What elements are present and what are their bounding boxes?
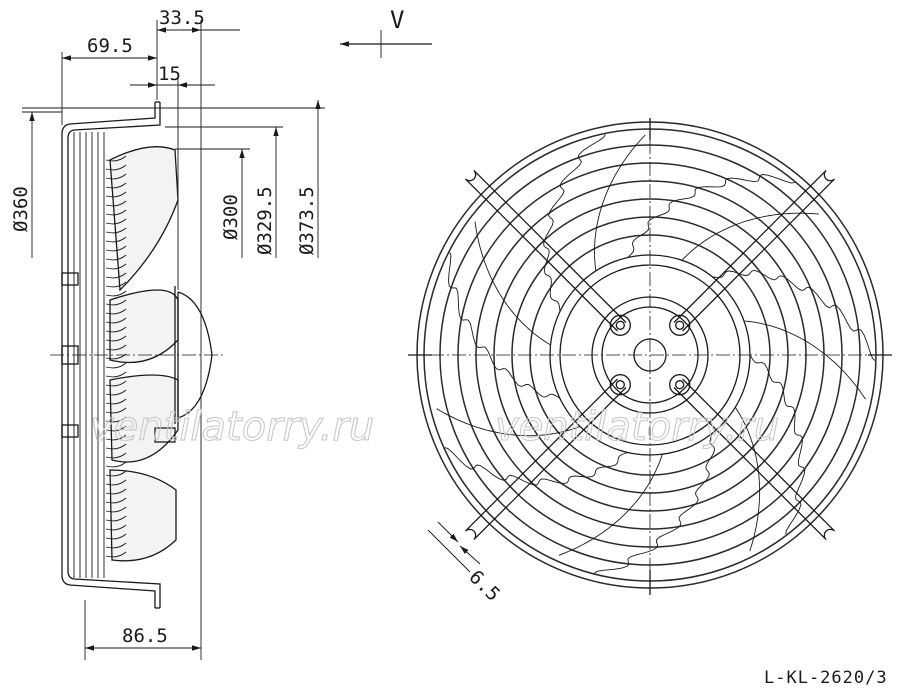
motor-bolts [609,314,691,396]
support-bar [673,378,836,541]
serration [105,452,127,459]
serration [105,344,127,351]
serration [105,155,127,162]
serration [105,551,127,558]
blade-edge [712,270,876,361]
serration [105,524,127,531]
side-view [50,101,225,609]
view-label: V [390,6,404,34]
bolt-hole [675,380,685,390]
serration [105,434,127,441]
bolt-hole [615,320,625,330]
view-direction-arrow [340,30,432,58]
serration [105,218,127,225]
serration [105,380,127,387]
blade-edge [627,174,795,258]
dim-d300: Ø300 [220,194,242,240]
dim-33-5: 33.5 [159,7,205,29]
serration [105,227,127,234]
serration [105,389,127,396]
serration [105,461,127,468]
blade-trailing-edge [594,134,646,271]
blade-trailing-edge [681,212,819,261]
dim-15: 15 [158,63,181,85]
blade-trailing-edge [558,454,663,556]
bolt-hole [675,320,685,330]
serration [105,407,127,414]
serration [105,542,127,549]
dim-d360: Ø360 [10,186,32,232]
support-bars [408,118,892,595]
blade-trailing-edge [474,221,551,346]
serration [105,299,127,306]
serration [105,443,127,450]
dim-6-5: 6.5 [464,566,504,606]
bolt [669,314,691,336]
watermark: ventilatorry.ru [90,404,374,450]
serration [105,488,127,495]
support-bar [464,378,627,541]
serration [105,362,127,369]
watermark-2: ventilatorry.ru [495,404,779,450]
dim-d373-5: Ø373.5 [296,186,318,255]
serration [105,497,127,504]
serration [105,479,127,486]
serration [105,209,127,216]
support-bar [673,169,836,332]
bolt [609,374,631,396]
serration [105,506,127,513]
serration [105,254,127,261]
fan-blades [436,134,876,574]
serration [105,425,127,432]
side-dimensions [22,20,325,660]
support-bar [464,169,627,332]
serration [105,335,127,342]
serration [105,272,127,279]
serration [105,263,127,270]
blade-edge [543,134,606,312]
serration [105,281,127,288]
serration [105,245,127,252]
blade-edge [444,447,628,486]
bolt [609,314,631,336]
serration [105,470,127,477]
serration [105,371,127,378]
blade-edge [749,354,806,535]
serration [105,308,127,315]
dim-d329-5: Ø329.5 [254,186,276,255]
serration [105,416,127,423]
bolt [669,374,691,396]
serration [105,173,127,180]
serration [105,515,127,522]
serration [105,182,127,189]
blade-edge [594,433,715,574]
serration [105,317,127,324]
serration [105,191,127,198]
serration [105,326,127,333]
blade-trailing-edge [436,408,581,437]
blade-edge [448,252,561,399]
serration [105,290,127,297]
serration [105,236,127,243]
dim-86-5: 86.5 [122,625,168,647]
serration [105,200,127,207]
dim-69-5: 69.5 [87,35,133,57]
serration [105,398,127,405]
serration [105,164,127,171]
blade-serrations [105,155,127,558]
drawing-code: L-KL-2620/3 [764,668,888,688]
blade-trailing-edge [743,320,866,400]
serration [105,533,127,540]
bolt-hole [615,380,625,390]
front-view [408,118,892,595]
